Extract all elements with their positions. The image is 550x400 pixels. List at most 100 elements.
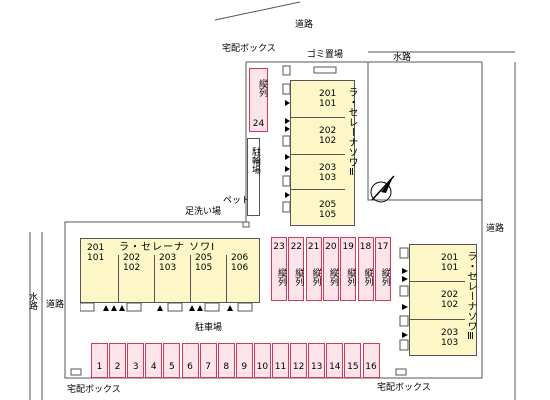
parking-space-number: 5 [169, 362, 175, 372]
parking-space-number: 22 [290, 242, 303, 252]
parking-space-6: 6 [181, 343, 199, 378]
building-soi-i: ラ・セレーナ ソワⅠ 201 101 202 102 203 103 205 1… [80, 238, 260, 303]
parking-space-type-label: 縦列 [257, 79, 267, 97]
parking-space-number: 14 [329, 362, 341, 372]
parking-space-number: 9 [241, 362, 248, 372]
building-soi-ii: ラ・セレーナソワⅡ 201 101 202 102 203 103 205 10… [290, 80, 357, 226]
parking-space-number: 13 [310, 362, 323, 372]
waterway-label-left: 水路 [27, 292, 37, 310]
parking-space-type-label: 縦列 [310, 268, 321, 286]
parking-space-number: 2 [114, 362, 121, 372]
parking-space-13: 13 [308, 343, 326, 378]
parking-space-22: 22 縦列 [288, 237, 305, 301]
unit-lower: 101 [87, 253, 105, 263]
parking-space-12: 12 [290, 343, 308, 378]
parking-space-type-label: 縦列 [327, 268, 338, 286]
parking-space-type-label: 縦列 [362, 268, 373, 286]
unit-lower: 103 [441, 338, 459, 348]
parking-space-10: 10 [253, 343, 271, 378]
unit-upper: 205 [319, 200, 337, 210]
road-label-left: 道路 [46, 300, 65, 310]
parking-space-number: 17 [377, 242, 389, 252]
parking-space-8: 8 [217, 343, 235, 378]
unit-lower: 101 [319, 99, 337, 109]
parking-space-number: 15 [347, 362, 359, 372]
parking-space-number: 1 [96, 362, 103, 372]
pet-wash-label-line2: 足洗い場 [185, 207, 222, 217]
parking-space-type-label: 縦列 [345, 268, 356, 286]
parking-space-number: 18 [359, 242, 372, 252]
garbage-area-label: ゴミ置場 [307, 50, 344, 60]
parking-space-number: 7 [205, 362, 211, 372]
parking-space-17: 17 縦列 [374, 237, 391, 301]
delivery-box-label-top: 宅配ボックス [222, 44, 276, 54]
parking-space-24: 縦列 24 [249, 68, 268, 132]
parking-space-type-label: 縦列 [276, 268, 286, 286]
building-soi-iii: ラ・セレーナソワⅢ 201 101 202 102 203 103 [409, 244, 477, 356]
bicycle-parking-label: 駐輪場 [250, 147, 260, 174]
parking-space-number: 3 [132, 362, 139, 372]
unit-upper: 202 [441, 290, 459, 300]
unit-lower: 102 [319, 136, 337, 146]
parking-space-3: 3 [127, 343, 145, 378]
unit-lower: 105 [319, 210, 337, 220]
parking-space-7: 7 [199, 343, 217, 378]
parking-space-number: 8 [223, 362, 230, 372]
parking-space-number: 20 [325, 242, 337, 252]
parking-space-2: 2 [109, 343, 127, 378]
building-i-entrances [80, 302, 253, 312]
unit-upper: 203 [319, 163, 337, 173]
parking-space-23: 23 縦列 [271, 237, 287, 301]
parking-space-18: 18 縦列 [357, 237, 374, 301]
unit-upper: 203 [441, 328, 459, 338]
parking-space-number: 21 [307, 242, 320, 252]
unit-upper: 206 [231, 253, 249, 263]
parking-lot-label: 駐車場 [195, 323, 223, 333]
road-label-right: 道路 [486, 224, 505, 234]
waterway-label-top: 水路 [393, 53, 412, 63]
unit-lower: 106 [231, 263, 249, 273]
delivery-box-label-bottom-right: 宅配ボックス [377, 383, 431, 393]
unit-lower: 102 [123, 263, 141, 273]
parking-space-number: 19 [342, 242, 354, 252]
unit-upper: 201 [441, 253, 459, 263]
parking-space-number: 24 [252, 119, 265, 129]
unit-lower: 105 [195, 263, 213, 273]
bicycle-parking: 駐輪場 [247, 138, 260, 216]
unit-upper: 201 [319, 89, 337, 99]
parking-space-type-label: 縦列 [293, 268, 304, 286]
parking-space-19: 19 縦列 [340, 237, 357, 301]
parking-space-number: 4 [150, 362, 157, 372]
parking-space-20: 20 縦列 [322, 237, 339, 301]
unit-upper: 201 [87, 243, 105, 253]
parking-space-5: 5 [163, 343, 181, 378]
parking-space-number: 10 [256, 362, 269, 372]
building-iii-entrances [399, 247, 409, 351]
parking-space-number: 6 [187, 362, 193, 372]
parking-space-number: 12 [292, 362, 305, 372]
unit-upper: 202 [319, 126, 337, 136]
building-name-i: ラ・セレーナ ソワⅠ [119, 242, 216, 253]
unit-lower: 103 [319, 173, 337, 183]
pet-wash-label-line1: ペット [223, 196, 251, 206]
parking-space-9: 9 [235, 343, 253, 378]
delivery-box-label-bottom-left: 宅配ボックス [67, 385, 121, 395]
parking-space-15: 15 [344, 343, 362, 378]
parking-space-11: 11 [272, 343, 289, 378]
building-ii-entrances [282, 83, 291, 213]
unit-upper: 202 [123, 253, 141, 263]
parking-space-16: 16 [362, 343, 380, 378]
unit-upper: 205 [195, 253, 213, 263]
unit-lower: 103 [159, 263, 177, 273]
north-arrow-icon [370, 175, 395, 203]
unit-lower: 102 [441, 300, 459, 310]
building-name-ii: ラ・セレーナソワⅡ [346, 87, 357, 178]
parking-space-4: 4 [145, 343, 163, 378]
parking-space-number: 23 [273, 242, 285, 252]
parking-space-type-label: 縦列 [379, 268, 390, 286]
parking-space-21: 21 縦列 [305, 237, 322, 301]
unit-upper: 203 [159, 253, 177, 263]
road-label-top: 道路 [295, 20, 314, 30]
parking-space-14: 14 [326, 343, 344, 378]
